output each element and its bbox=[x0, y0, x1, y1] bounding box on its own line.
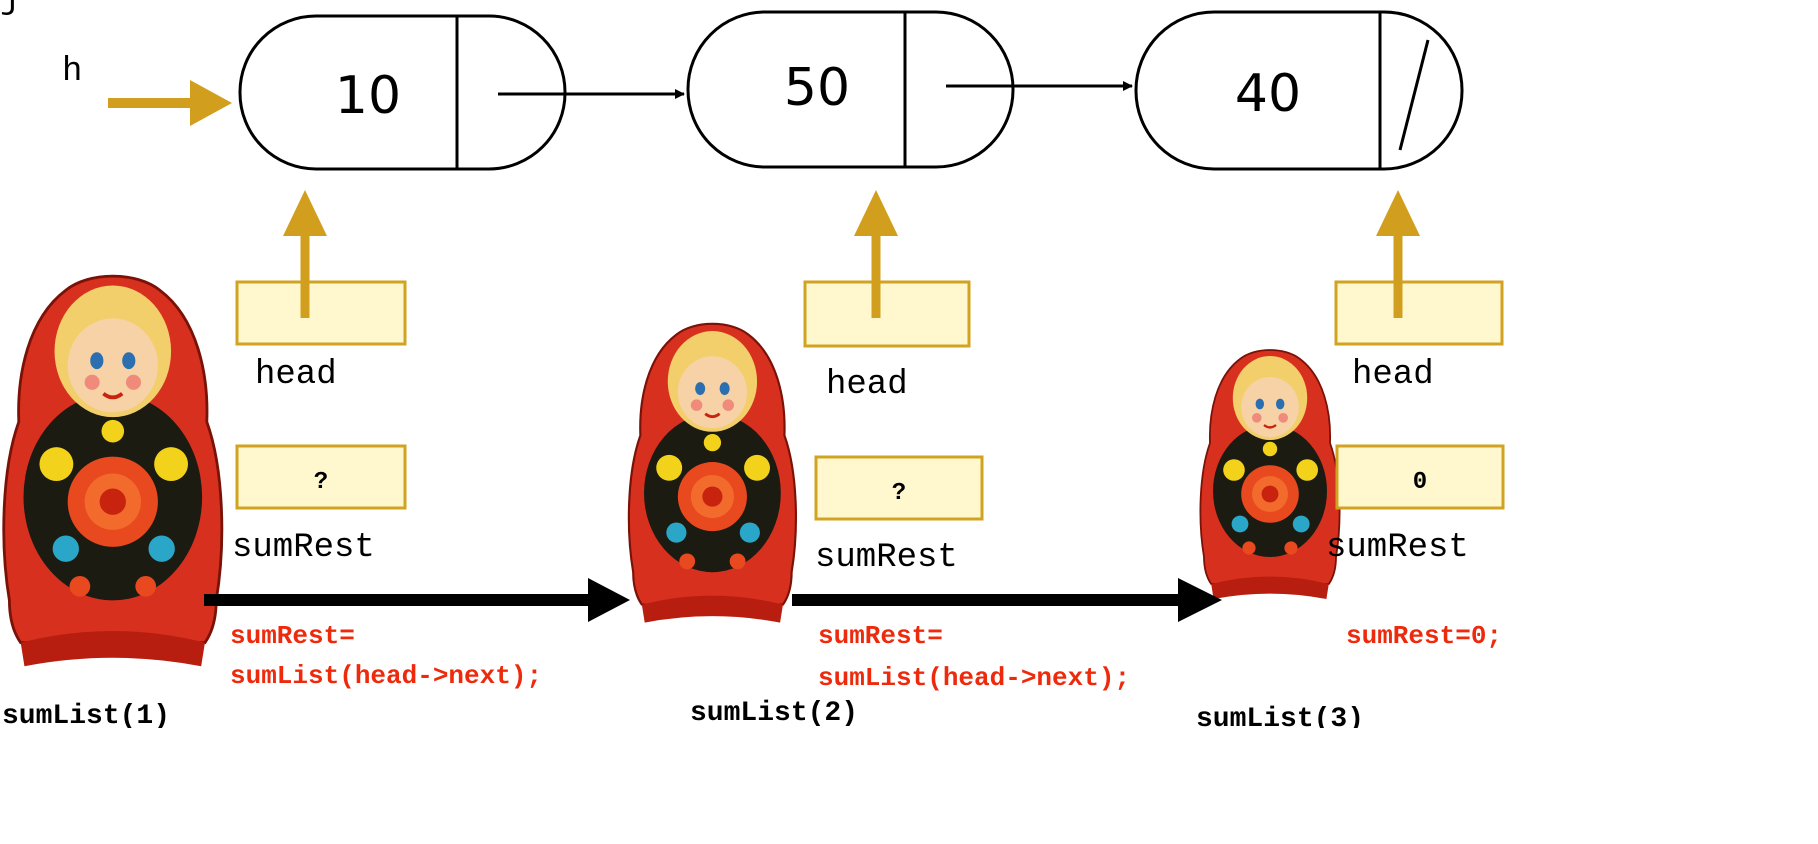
head-up-arrow-head bbox=[283, 190, 327, 236]
sum-rest-value: ? bbox=[314, 469, 328, 496]
sum-rest-box bbox=[235, 444, 407, 510]
stack-frame-1: head ? sumRest sumRest= sumList(head->ne… bbox=[2, 190, 542, 728]
code-line-1: sumRest= bbox=[818, 621, 943, 651]
sum-rest-label: sumRest bbox=[1326, 529, 1469, 567]
head-up-arrow-head bbox=[854, 190, 898, 236]
matryoshka-doll-icon bbox=[1199, 348, 1341, 601]
head-label: head bbox=[1352, 356, 1434, 394]
node-value: 50 bbox=[784, 58, 850, 118]
code-line-2: sumList(head->next); bbox=[230, 661, 542, 691]
head-box bbox=[1334, 280, 1504, 346]
head-box bbox=[803, 280, 971, 348]
stack-frame-2: head ? sumRest sumRest= sumList(head->ne… bbox=[690, 190, 1130, 728]
code-line-2: sumList(head->next); bbox=[818, 663, 1130, 693]
code-line-1: sumRest= bbox=[230, 621, 355, 651]
call-label: sumList(3) bbox=[1196, 704, 1364, 728]
recursive-call-arrow-head bbox=[1178, 578, 1222, 622]
sum-rest-value: 0 bbox=[1413, 469, 1427, 496]
code-line-1: sumRest=0; bbox=[1346, 621, 1502, 651]
head-up-arrow-head bbox=[1376, 190, 1420, 236]
head-label: head bbox=[255, 356, 337, 394]
matryoshka-doll-icon bbox=[1, 274, 224, 669]
sum-rest-label: sumRest bbox=[232, 529, 375, 567]
matryoshka-doll-icon bbox=[627, 322, 798, 625]
sum-rest-label: sumRest bbox=[815, 539, 958, 577]
sum-rest-box bbox=[814, 455, 984, 521]
head-box bbox=[235, 280, 407, 346]
recursive-call-arrow-head bbox=[588, 578, 630, 622]
head-label: head bbox=[826, 366, 908, 404]
head-pointer-label: h bbox=[62, 53, 82, 91]
list-node-3: 40 bbox=[1134, 10, 1464, 171]
h-pointer-arrow-head bbox=[190, 80, 232, 126]
call-label: sumList(1) bbox=[2, 701, 170, 728]
call-label: sumList(2) bbox=[690, 698, 858, 728]
top-left-fragment: j bbox=[0, 0, 20, 19]
h-pointer-arrow-shaft bbox=[108, 98, 196, 108]
null-pointer-slash bbox=[1398, 39, 1430, 151]
recursion-diagram: j h 10 50 40 head ? sumRest sum bbox=[0, 0, 1505, 728]
node-value: 40 bbox=[1235, 64, 1301, 124]
node-value: 10 bbox=[335, 66, 401, 126]
list-node-2: 50 bbox=[686, 10, 1015, 169]
sum-rest-box bbox=[1335, 444, 1505, 510]
sum-rest-value: ? bbox=[892, 480, 906, 507]
stack-frame-3: head 0 sumRest sumRest=0; sumList(3) bbox=[1196, 190, 1505, 728]
